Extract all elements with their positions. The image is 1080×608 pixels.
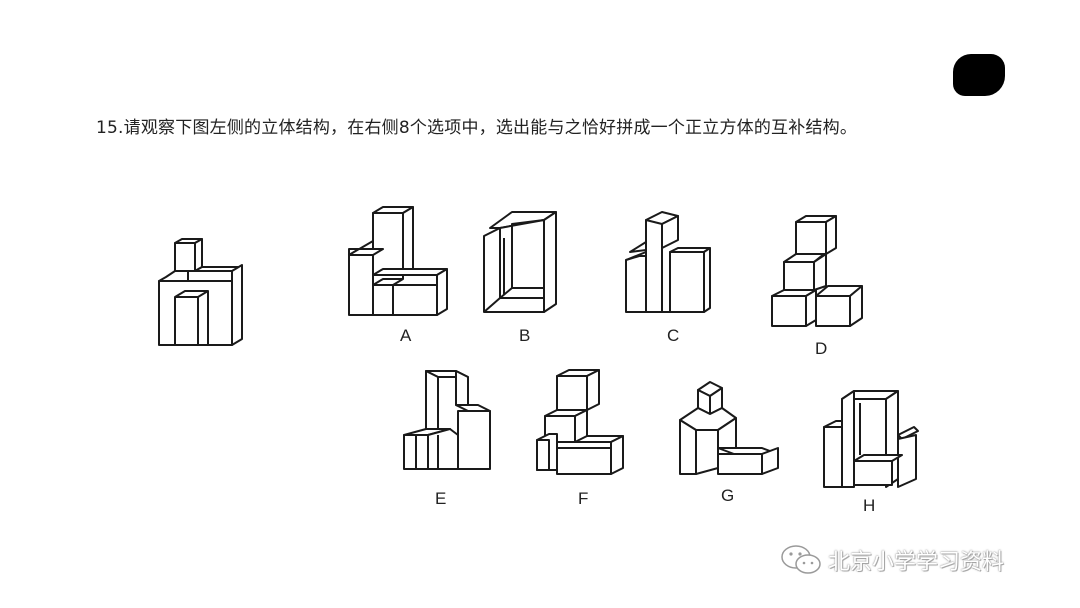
option-label-d: D xyxy=(815,339,828,358)
wechat-icon xyxy=(781,545,821,574)
option-label-f: F xyxy=(578,489,589,508)
option-f-figure xyxy=(536,369,624,475)
option-e-figure xyxy=(403,370,491,470)
option-b-figure xyxy=(483,211,557,313)
option-g-figure xyxy=(679,381,779,475)
option-h-figure xyxy=(823,390,919,488)
option-c-figure xyxy=(625,211,711,313)
option-label-e: E xyxy=(435,489,447,508)
given-structure-figure xyxy=(158,238,243,346)
option-d-figure xyxy=(771,215,863,327)
question-body: 请观察下图左侧的立体结构，在右侧8个选项中，选出能与之恰好拼成一个正立方体的互补… xyxy=(123,118,858,138)
option-a-figure xyxy=(348,206,448,316)
option-label-g: G xyxy=(721,486,735,505)
option-label-a: A xyxy=(400,326,412,345)
option-label-h: H xyxy=(863,496,876,515)
watermark-text: 北京小学学习资料 xyxy=(828,550,1005,575)
question-number: 15. xyxy=(96,118,124,138)
redacted-page-number xyxy=(953,54,1005,96)
option-label-b: B xyxy=(519,326,531,345)
watermark: 北京小学学习资料 xyxy=(780,543,1004,577)
question-text: 15.请观察下图左侧的立体结构，在右侧8个选项中，选出能与之恰好拼成一个正立方体… xyxy=(96,113,857,138)
option-label-c: C xyxy=(667,326,680,345)
